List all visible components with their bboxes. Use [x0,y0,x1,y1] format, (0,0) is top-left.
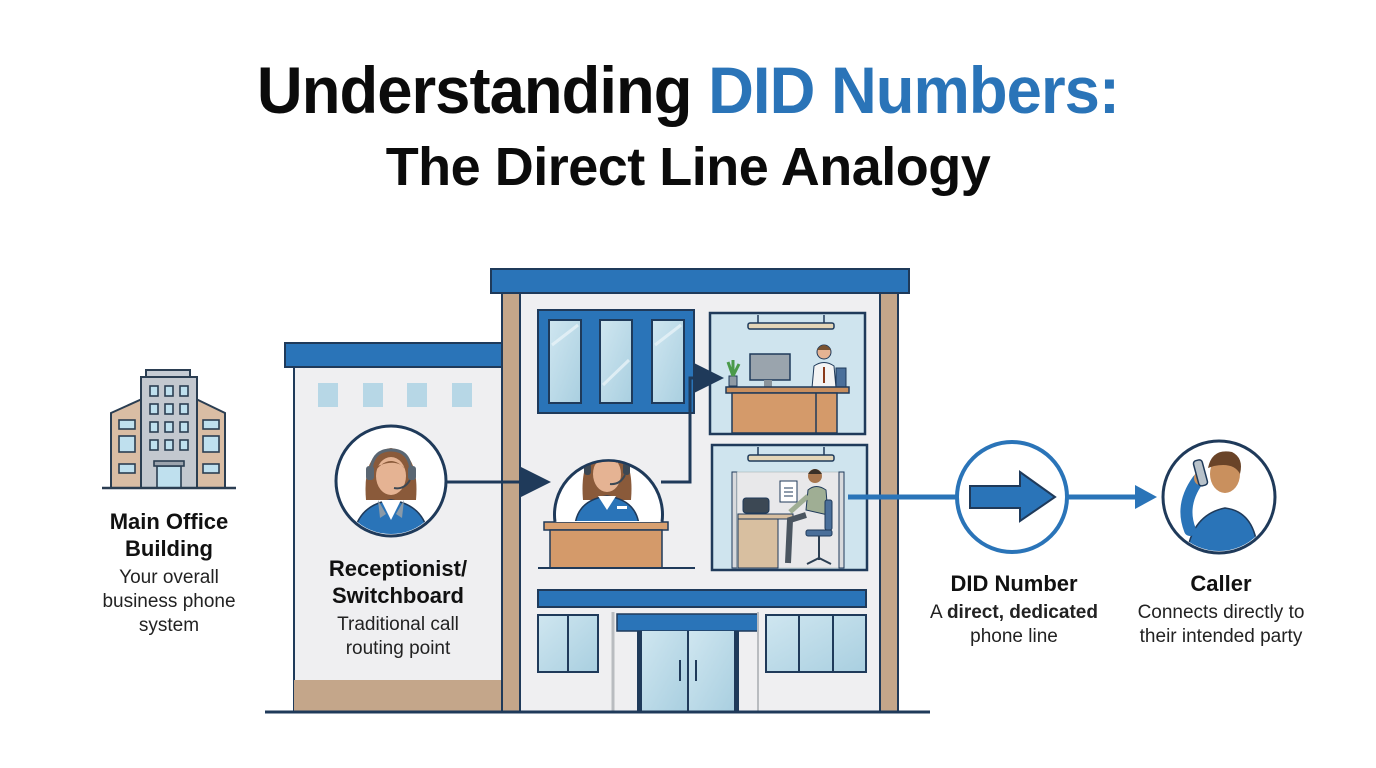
main-office-desc-line2: business phone [102,591,236,612]
receptionist-heading-line1: Receptionist/ [328,556,468,581]
main-office-desc-line1: Your overall [119,567,219,588]
main-office-heading: Main Office Building [80,508,258,562]
receptionist-heading-line2: Switchboard [331,583,464,608]
did-number-heading: DID Number [950,571,1078,596]
caller-description: Connects directly to their intended part… [1118,601,1324,649]
page-subtitle: The Direct Line Analogy [385,137,991,197]
receptionist-desk-icon [553,459,664,523]
receptionist-desc-line2: routing point [345,638,451,659]
office-building-icon [102,369,236,490]
caller-desc-line1: Connects directly to [1137,602,1305,623]
receptionist-headset-icon [334,424,448,538]
receptionist-description: Traditional call routing point [300,613,496,661]
person-phone-icon [1161,439,1277,555]
did-number-label: DID Number A direct, dedicated phone lin… [912,570,1116,649]
office-room-upper [708,311,867,436]
title-prefix: Understanding [256,53,709,127]
receptionist-label: Receptionist/ Switchboard Traditional ca… [300,555,496,661]
reception-desk [538,521,695,569]
title-highlight: DID Numbers: [708,53,1120,127]
main-office-label: Main Office Building Your overall busine… [80,508,258,638]
page-title: Understanding DID Numbers: [28,50,1349,130]
main-building [490,268,910,713]
did-desc-line2: phone line [970,626,1058,647]
caller-heading: Caller [1190,571,1252,596]
main-office-description: Your overall business phone system [80,566,258,638]
caller-label: Caller Connects directly to their intend… [1118,570,1324,649]
main-office-desc-line3: system [138,615,200,636]
did-desc-bold: direct, dedicated [946,602,1098,623]
caller-desc-line2: their intended party [1139,626,1303,647]
receptionist-heading: Receptionist/ Switchboard [300,555,496,609]
office-room-lower [710,443,869,572]
receptionist-desc-line1: Traditional call [337,614,459,635]
call-routing-connectors [446,363,1157,509]
arrow-right-icon [955,440,1069,554]
left-wing-building [284,342,504,713]
did-desc-prefix: A [930,602,947,623]
did-number-description: A direct, dedicated phone line [912,601,1116,649]
main-office-heading-line2: Building [125,536,213,561]
main-office-heading-line1: Main Office [109,509,229,534]
